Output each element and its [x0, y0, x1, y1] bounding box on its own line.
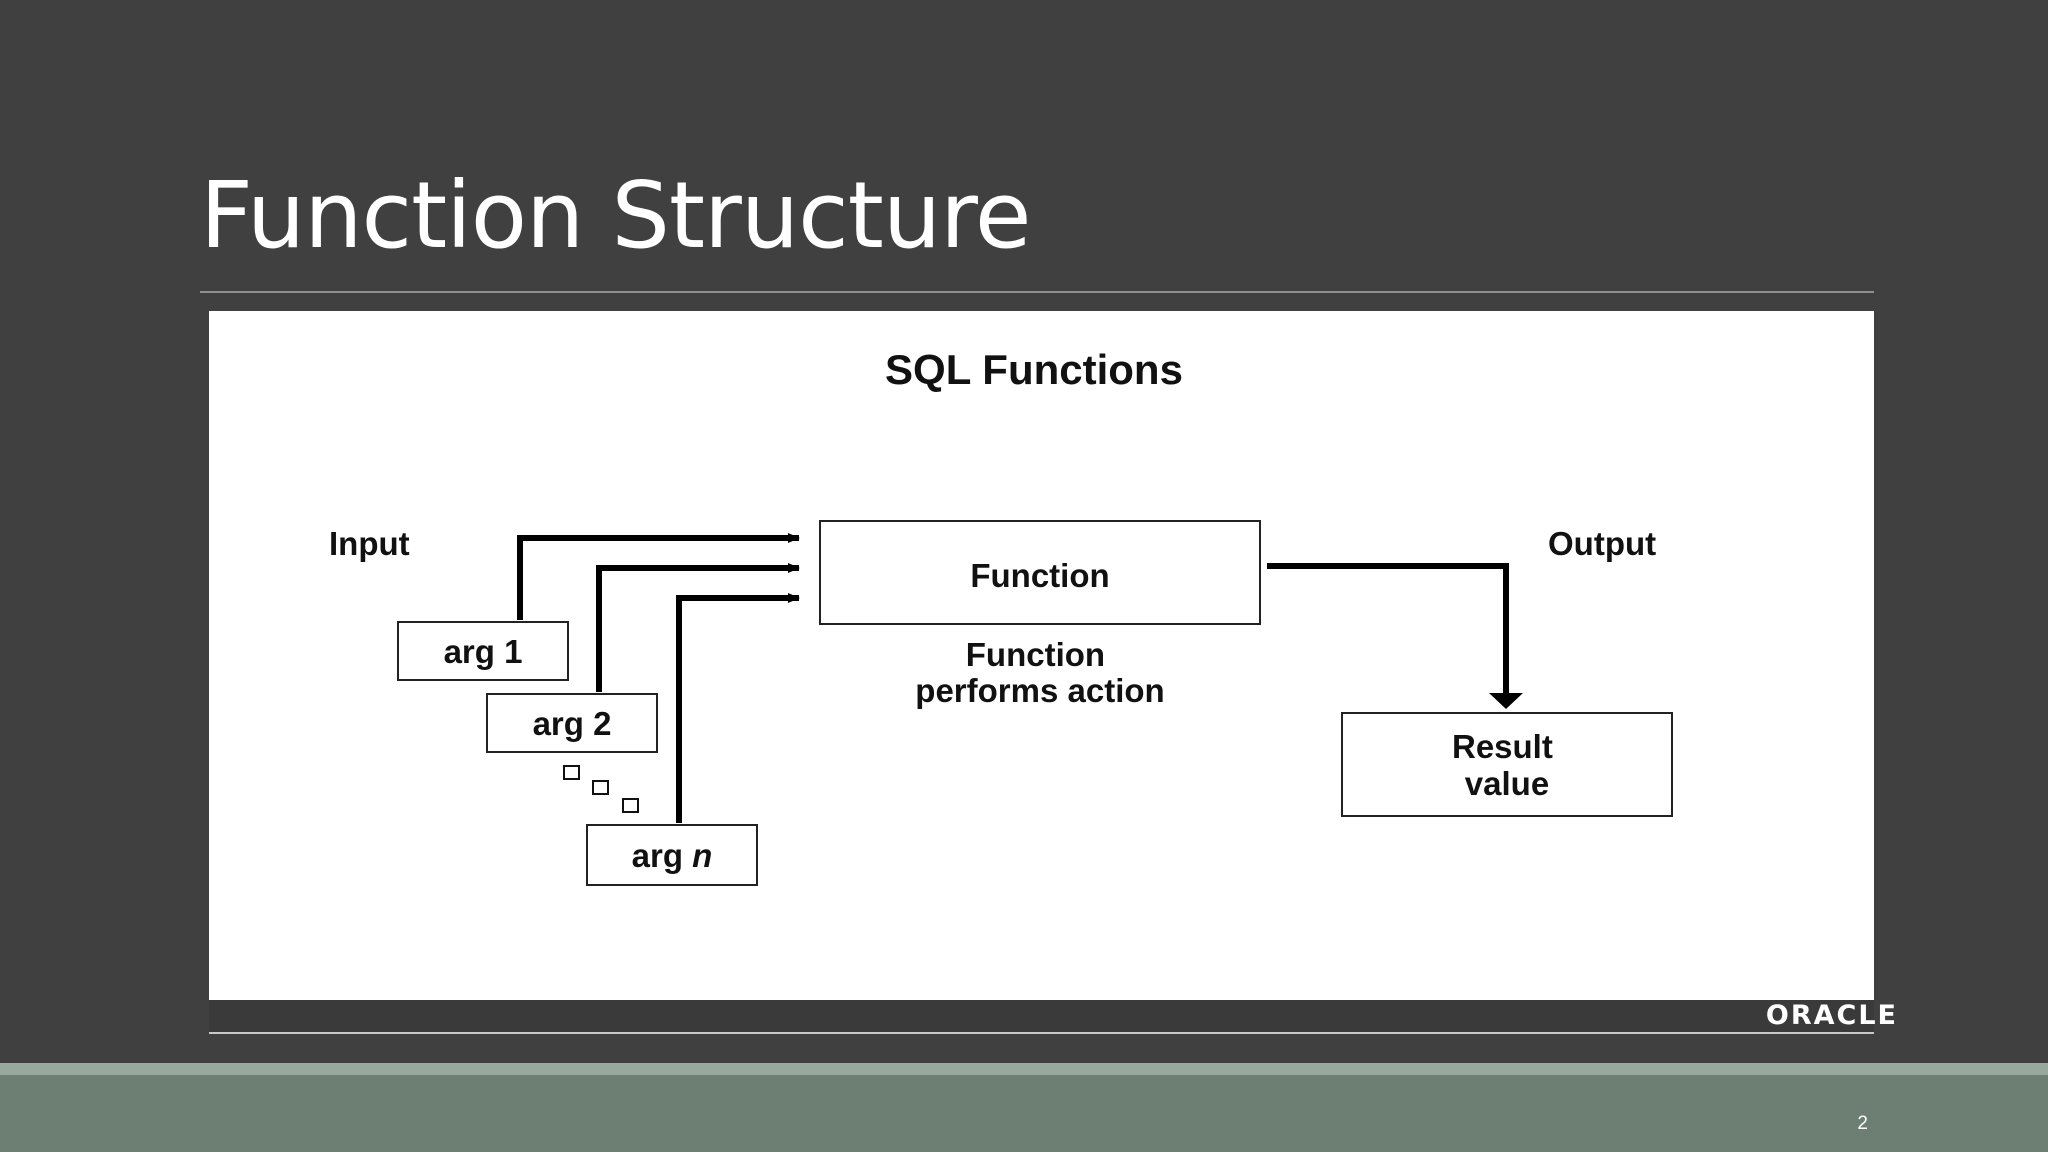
slide-title: Function Structure	[200, 162, 1032, 269]
ellipsis-square	[592, 780, 609, 795]
panel-divider	[209, 1032, 1874, 1034]
output-label: Output	[1548, 525, 1656, 562]
arg2-arrow	[596, 563, 800, 692]
arg1-arrow	[517, 533, 800, 620]
sql-functions-diagram: SQL Functions Input Output arg 1 arg 2 a…	[329, 346, 1673, 886]
result-box-label: Result value	[1452, 728, 1562, 802]
slide-footer-band: 2	[0, 1063, 2048, 1152]
argn-box	[586, 824, 758, 886]
output-arrowhead	[1489, 693, 1523, 709]
argn-label: arg n	[632, 837, 713, 874]
input-label: Input	[329, 525, 410, 562]
arg1-label: arg 1	[444, 633, 523, 670]
ellipsis-square	[622, 798, 639, 813]
arg2-box	[486, 693, 658, 753]
arg1-box	[397, 621, 569, 681]
page-number: 2	[1857, 1113, 1868, 1134]
title-divider	[200, 291, 1874, 293]
ellipsis-square	[563, 765, 580, 780]
function-box-label: Function	[970, 557, 1109, 594]
argn-variable: n	[692, 837, 712, 874]
function-caption-line2: performs action	[915, 672, 1164, 709]
result-line2: value	[1465, 765, 1549, 802]
arg2-label: arg 2	[533, 705, 612, 742]
diagram-heading: SQL Functions	[885, 346, 1183, 393]
argn-prefix: arg	[632, 837, 683, 874]
function-caption-line1: Function	[966, 636, 1105, 673]
oracle-logo: ORACLE	[1765, 1000, 1898, 1031]
diagram-footer-bar	[209, 1000, 1874, 1032]
result-box	[1341, 712, 1673, 817]
function-box	[819, 520, 1261, 625]
footer-accent-strip	[0, 1063, 2048, 1075]
function-caption: Function performs action	[915, 636, 1164, 709]
result-line1: Result	[1452, 728, 1553, 765]
diagram-panel: SQL Functions Input Output arg 1 arg 2 a…	[209, 311, 1874, 1000]
argn-arrow	[676, 593, 800, 823]
output-arrow	[1267, 563, 1509, 706]
